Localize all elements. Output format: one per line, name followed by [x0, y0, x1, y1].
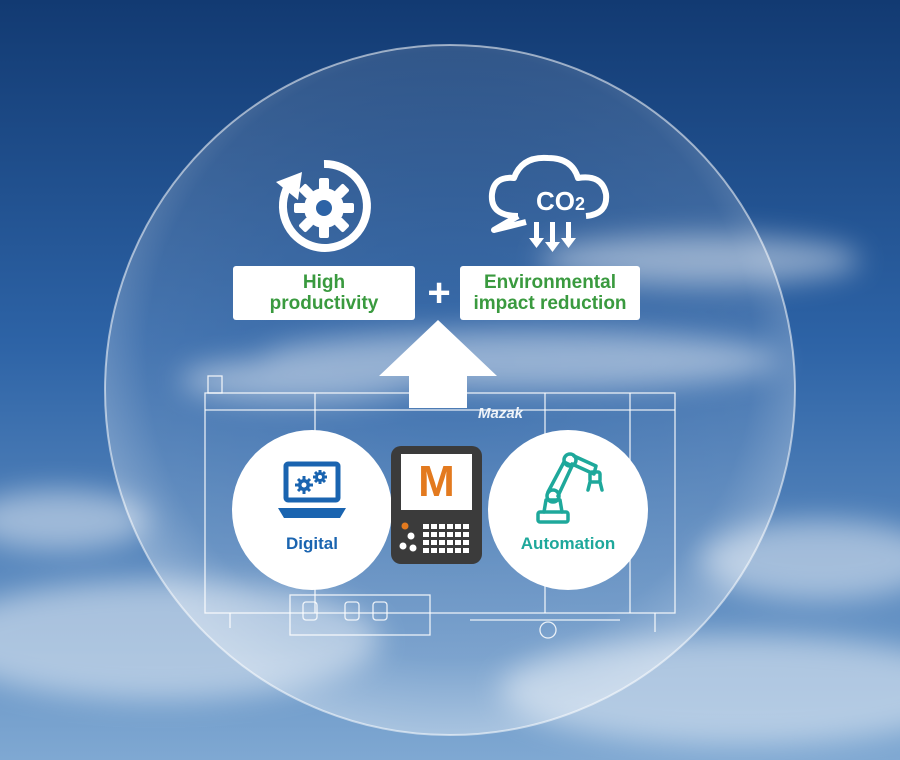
digital-label: Digital [286, 534, 338, 553]
automation-label: Automation [520, 534, 616, 553]
controller-screen: M [401, 454, 472, 510]
environmental-line1: Environmental [484, 272, 616, 293]
high-productivity-label: High productivity [233, 266, 415, 320]
digital-circle: Digital [232, 430, 392, 590]
high-productivity-line2: productivity [269, 293, 379, 314]
high-productivity-line1: High [302, 272, 346, 293]
plus-sign: + [427, 271, 451, 315]
automation-circle: Automation [488, 430, 648, 590]
controller-icon: M [391, 446, 482, 564]
cycle-gear-icon [276, 159, 371, 252]
robot-arm-icon [536, 452, 604, 524]
co2-text: CO2 [536, 186, 586, 216]
co2-cloud-icon [488, 154, 610, 252]
machine-brand: Mazak [478, 405, 524, 422]
environmental-impact-label: Environmental impact reduction [460, 266, 640, 320]
environmental-line2: impact reduction [473, 293, 627, 314]
controller-keypad [399, 522, 469, 553]
mazak-logo: M [418, 457, 455, 506]
up-arrow-icon [379, 320, 497, 408]
laptop-gears-icon [278, 461, 346, 518]
